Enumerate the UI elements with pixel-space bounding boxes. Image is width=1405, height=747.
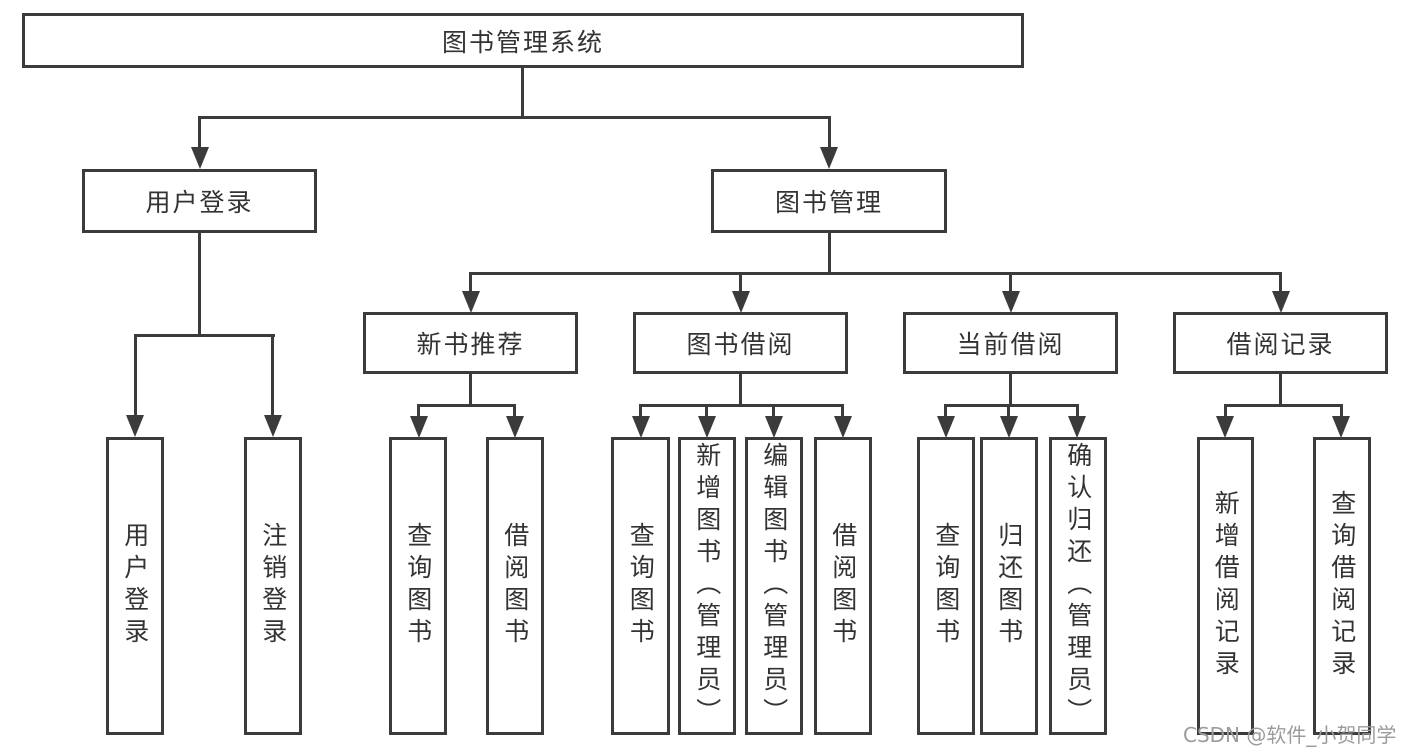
connector [1076,404,1079,419]
connector [1009,374,1012,407]
arrow-down-icon [126,415,144,437]
node-label: 图书管理 [774,188,883,217]
node-borrowing-records: 借阅记录 [1173,312,1388,374]
connector [134,334,275,337]
connector [469,272,1282,275]
node-label: 图书借阅 [686,330,795,359]
connector [134,334,137,418]
connector [1007,404,1010,419]
arrow-down-icon [820,147,838,169]
node-label: 用户登录 [145,188,254,217]
connector [198,116,201,150]
node-book-management: 图书管理 [711,169,947,233]
node-label: 注销登录 [258,522,288,650]
arrow-down-icon [632,416,650,438]
arrow-down-icon [1000,416,1018,438]
arrow-down-icon [1068,416,1086,438]
arrow-down-icon [937,416,955,438]
connector [639,404,642,419]
connector [739,374,742,407]
arrow-down-icon [410,416,428,438]
connector [1009,272,1012,294]
node-label: 查询图书 [931,522,961,650]
node-label: 图书管理系统 [441,27,604,57]
connector [417,404,420,419]
node-label: 当前借阅 [956,330,1065,359]
connector [271,334,274,418]
watermark: CSDN @软件_小贺同学 [1183,723,1397,747]
leaf-add-books-admin: 新增图书（管理员） [678,437,736,735]
node-label: 借阅图书 [828,522,858,650]
arrow-down-icon [698,416,716,438]
connector [944,404,947,419]
arrow-down-icon [191,147,209,169]
connector [513,404,516,419]
arrow-down-icon [264,415,282,437]
leaf-return-books: 归还图书 [980,437,1038,735]
node-current-borrowing: 当前借阅 [903,312,1118,374]
node-label: 借阅记录 [1226,330,1335,359]
node-label: 借阅图书 [500,522,530,650]
arrow-down-icon [834,416,852,438]
node-label: 新增图书（管理员） [692,442,722,730]
connector [1279,272,1282,294]
arrow-down-icon [462,291,480,313]
connector [944,404,1078,407]
node-label: 查询图书 [403,522,433,650]
leaf-query-books-recommend: 查询图书 [389,437,447,735]
node-library-management-system: 图书管理系统 [22,13,1024,68]
leaf-logout: 注销登录 [244,437,302,735]
arrow-down-icon [1332,416,1350,438]
arrow-down-icon [1216,416,1234,438]
arrow-down-icon [732,291,750,313]
leaf-user-login: 用户登录 [106,437,164,735]
node-label: 新书推荐 [416,330,525,359]
leaf-add-borrow-record: 新增借阅记录 [1197,437,1254,735]
node-label: 新增借阅记录 [1211,490,1241,682]
connector [198,232,201,336]
connector [469,374,472,407]
arrow-down-icon [765,416,783,438]
connector [417,404,516,407]
leaf-query-borrow-record: 查询借阅记录 [1313,437,1371,735]
arrow-down-icon [1002,291,1020,313]
node-label: 确认归还（管理员） [1063,442,1093,730]
connector [828,232,831,275]
node-label: 归还图书 [994,522,1024,650]
node-label: 查询借阅记录 [1327,490,1357,682]
connector [1340,404,1343,419]
node-label: 编辑图书（管理员） [759,442,789,730]
connector [1224,404,1227,419]
arrow-down-icon [1272,291,1290,313]
node-label: 查询图书 [626,522,656,650]
connector [739,272,742,294]
connector [1279,374,1282,407]
connector [1224,404,1342,407]
connector [828,116,831,150]
leaf-confirm-return-admin: 确认归还（管理员） [1049,437,1107,735]
arrow-down-icon [506,416,524,438]
node-label: 用户登录 [120,522,150,650]
connector [198,116,831,119]
connector [841,404,844,419]
connector [639,404,844,407]
connector [469,272,472,294]
connector [521,66,524,119]
leaf-edit-books-admin: 编辑图书（管理员） [745,437,803,735]
node-user-login: 用户登录 [82,169,317,233]
leaf-query-books-current: 查询图书 [917,437,975,735]
node-new-book-recommend: 新书推荐 [363,312,578,374]
leaf-borrow-books: 借阅图书 [814,437,872,735]
connector [705,404,708,419]
leaf-borrow-books-recommend: 借阅图书 [486,437,544,735]
leaf-query-books-borrow: 查询图书 [611,437,670,735]
connector [772,404,775,419]
node-book-borrowing: 图书借阅 [633,312,848,374]
